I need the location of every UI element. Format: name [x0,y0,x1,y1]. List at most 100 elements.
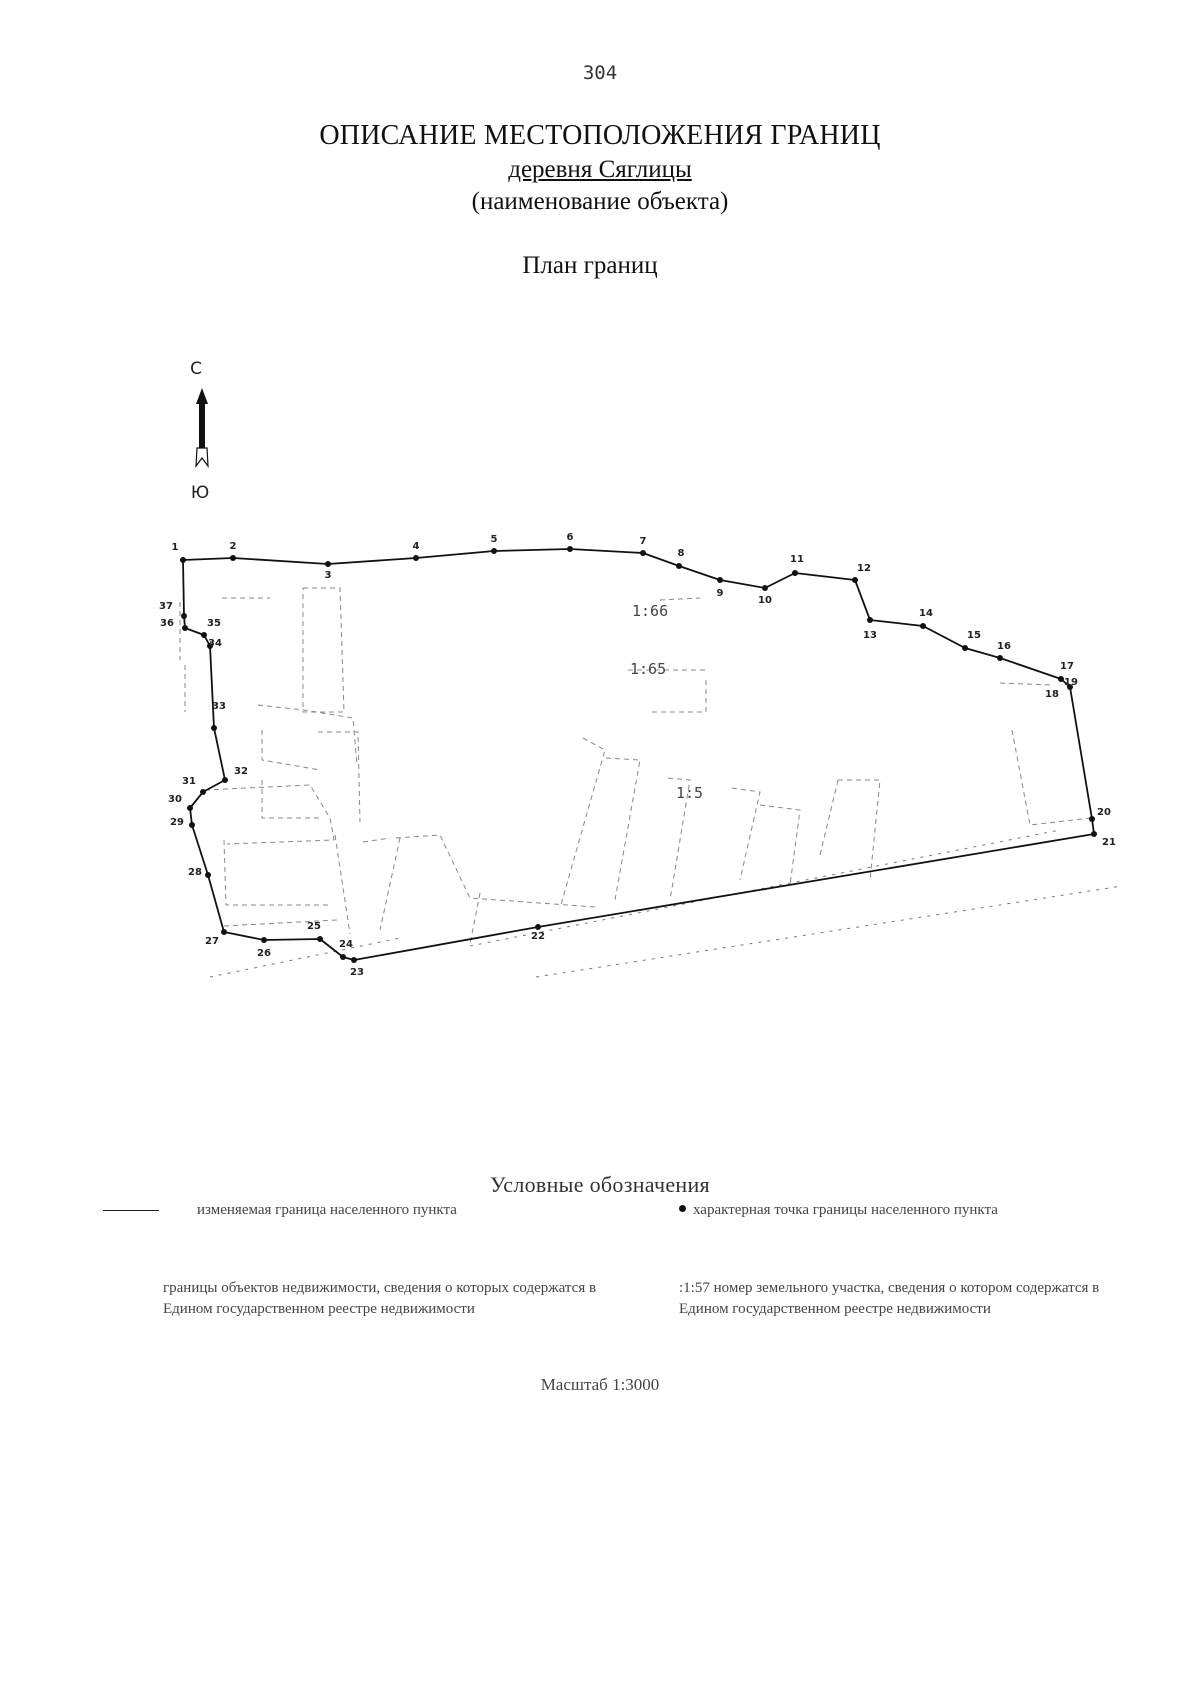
boundary-point-marker [187,805,193,811]
boundary-point-label: 22 [531,931,545,942]
boundary-point-label: 23 [350,967,364,978]
object-caption: (наименование объекта) [471,188,729,215]
boundary-point-label: 21 [1102,837,1116,848]
boundary-point-label: 37 [159,601,173,612]
legend-characteristic-point: характерная точка границы населенного пу… [693,1202,998,1218]
boundary-point-marker [181,613,187,619]
boundary-point-label: 3 [325,570,332,581]
boundary-point-marker [1089,816,1095,822]
boundary-point-marker [1067,684,1073,690]
boundary-point-marker [325,561,331,567]
parcel-outline [334,834,351,935]
boundary-point-label: 26 [257,948,271,959]
road-line [535,885,1123,978]
parcel-outline [318,731,361,823]
parcel-outline [261,780,320,819]
parcel-outline [999,682,1053,686]
boundary-map: С Ю [159,359,1123,978]
boundary-point-label: 33 [212,701,226,712]
boundary-point-label: 30 [168,794,182,805]
parcel-number-label: 1:65 [630,660,666,678]
boundary-point-marker [189,822,195,828]
legend-parcel-number: :1:57 номер земельного участка, сведения… [679,1280,1100,1317]
boundary-point-label: 2 [230,541,237,552]
boundary-point-marker [1058,676,1064,682]
parcel-outline [223,839,330,906]
boundary-point-label: 5 [491,534,498,545]
boundary-point-label: 9 [717,588,724,599]
boundary-point-marker [867,617,873,623]
boundary-point-marker [180,557,186,563]
object-name: деревня Сяглицы [0,156,1200,184]
boundary-point-marker [222,777,228,783]
parcel-outline [362,837,391,843]
parcel-outline [469,892,481,945]
boundary-point-marker [491,548,497,554]
boundary-point-marker [317,936,323,942]
boundary-point-marker [962,645,968,651]
parcel-outline [559,737,606,909]
boundary-point-label: 4 [413,541,420,552]
boundary-point-marker [200,789,206,795]
boundary-point-label: 18 [1045,689,1059,700]
parcel-number-label: 1:66 [632,602,668,620]
boundary-point-label: 7 [640,536,647,547]
plan-heading: План границ [522,252,658,279]
arrow-shaft [199,402,205,450]
parcel-outline [1011,729,1091,826]
boundary-point-label: 27 [205,936,219,947]
boundary-point-marker [205,872,211,878]
boundary-point-marker [762,585,768,591]
arrow-head [196,388,208,404]
boundary-point-marker [201,632,207,638]
boundary-point-label: 20 [1097,807,1111,818]
boundary-point-marker [221,929,227,935]
boundary-point-label: 15 [967,630,981,641]
boundary-point-label: 14 [919,608,933,619]
parcel-boundaries [179,587,1091,945]
parcel-outline [659,597,701,601]
compass-north-label: С [190,359,202,379]
parcel-outline [652,676,707,713]
parcel-number-label: 1:5 [676,784,703,802]
boundary-point-marker [535,924,541,930]
boundary-point-label: 17 [1060,661,1074,672]
parcel-outline [759,804,801,886]
parcel-outline [605,757,641,901]
object-name-text: деревня Сяглицы [508,156,692,183]
boundary-point-marker [207,643,213,649]
boundary-point-label: 25 [307,921,321,932]
boundary-point-marker [920,623,926,629]
legend-real-estate-objects: границы объектов недвижимости, сведения … [163,1280,597,1317]
road-lines [209,829,1123,978]
boundary-point-label: 13 [863,630,877,641]
boundary-point-label: 16 [997,641,1011,652]
boundary-point-label: 6 [567,532,574,543]
boundary-point-label: 24 [339,939,353,950]
compass-south-label: Ю [191,483,209,503]
parcel-outline [261,730,321,771]
parcel-outline [838,779,881,881]
boundary-point-marker [230,555,236,561]
legend-boundary-line-sample [103,1210,159,1211]
boundary-point-marker [640,550,646,556]
boundary-point-label: 32 [234,766,248,777]
road-line [469,829,1061,947]
boundary-point-marker [261,937,267,943]
boundary-point-label: 11 [790,554,804,565]
boundary-point-label: 12 [857,563,871,574]
boundary-point-label: 8 [678,548,685,559]
legend-changed-boundary: изменяемая граница населенного пункта [197,1202,457,1218]
parcel-outline [302,587,345,713]
parcel-outline [731,787,761,881]
legend-heading: Условные обозначения [490,1172,710,1197]
boundary-point-marker [1091,831,1097,837]
boundary-point-label: 31 [182,776,196,787]
boundary-point-marker [997,655,1003,661]
boundary-point-marker [852,577,858,583]
parcel-outline [223,919,338,927]
north-arrow-icon: С Ю [190,359,209,503]
boundary-point-label: 10 [758,595,772,606]
map-scale: Масштаб 1:3000 [540,1375,660,1394]
